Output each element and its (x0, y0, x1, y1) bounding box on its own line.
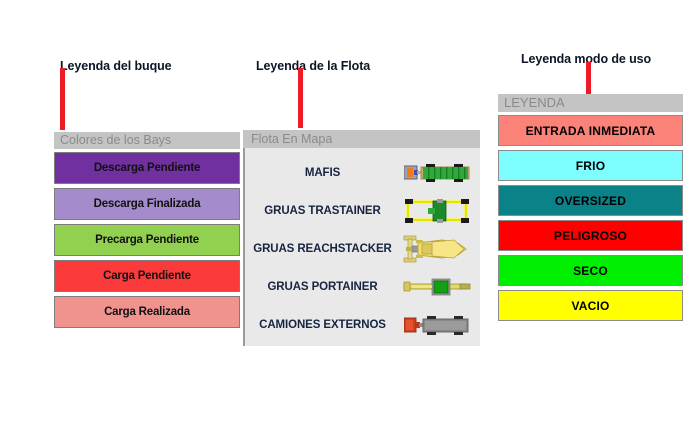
callout-title-0: Leyenda del buque (60, 59, 172, 73)
fleet-legend-label: MAFIS (304, 167, 341, 179)
callout-title-1: Leyenda de la Flota (256, 59, 371, 73)
panel-bays-header: Colores de los Bays (54, 132, 240, 149)
bay-legend-label: Descarga Pendiente (93, 162, 201, 174)
bay-legend-row[interactable]: Carga Realizada (54, 296, 240, 328)
reachstacker-icon (400, 232, 474, 266)
modo-legend-label: PELIGROSO (553, 228, 628, 243)
fleet-legend-label: GRUAS REACHSTACKER (253, 243, 392, 255)
fleet-legend-row[interactable]: GRUAS REACHSTACKER (245, 230, 480, 268)
bay-legend-row[interactable]: Precarga Pendiente (54, 224, 240, 256)
bay-legend-label: Carga Realizada (104, 306, 190, 318)
panel-modo-header: LEYENDA (498, 94, 683, 112)
fleet-list: MAFIS GRUAS TRASTAINER (245, 148, 480, 344)
modo-legend-row[interactable]: ENTRADA INMEDIATA (498, 115, 683, 146)
fleet-legend-label: GRUAS TRASTAINER (264, 205, 381, 217)
modo-legend-row[interactable]: OVERSIZED (498, 185, 683, 216)
modo-legend-label: SECO (573, 263, 608, 278)
fleet-legend-row[interactable]: GRUAS TRASTAINER (245, 192, 480, 230)
legend-panel-flota: Flota En Mapa MAFIS GRUAS TRASTAINER (243, 130, 480, 346)
bay-legend-label: Precarga Pendiente (95, 234, 199, 246)
callout-pointer-bar-0 (60, 68, 65, 130)
camion-externo-icon (400, 308, 474, 342)
mafis-icon (400, 156, 474, 190)
modo-legend-row[interactable]: SECO (498, 255, 683, 286)
portainer-icon (400, 270, 474, 304)
bay-legend-label: Descarga Finalizada (93, 198, 201, 210)
fleet-legend-row[interactable]: GRUAS PORTAINER (245, 268, 480, 306)
modo-de-uso-list: ENTRADA INMEDIATA FRIO OVERSIZED PELIGROSO S… (498, 115, 683, 321)
modo-legend-row[interactable]: PELIGROSO (498, 220, 683, 251)
callout-pointer-bar-2 (586, 62, 591, 112)
callout-pointer-bar-1 (298, 68, 303, 128)
legend-panel-modo-de-uso: LEYENDA ENTRADA INMEDIATA FRIO OVERSIZED PE… (498, 94, 683, 325)
modo-legend-row[interactable]: FRIO (498, 150, 683, 181)
trastainer-icon (400, 194, 474, 228)
callout-title-2: Leyenda modo de uso (521, 52, 652, 66)
modo-legend-label: ENTRADA INMEDIATA (525, 123, 656, 138)
modo-legend-label: OVERSIZED (554, 193, 627, 208)
bay-legend-row[interactable]: Descarga Pendiente (54, 152, 240, 184)
bay-legend-row[interactable]: Descarga Finalizada (54, 188, 240, 220)
bay-legend-row[interactable]: Carga Pendiente (54, 260, 240, 292)
modo-legend-row[interactable]: VACIO (498, 290, 683, 321)
fleet-legend-row[interactable]: CAMIONES EXTERNOS (245, 306, 480, 344)
modo-legend-label: VACIO (571, 298, 610, 313)
bay-legend-label: Carga Pendiente (103, 270, 191, 282)
modo-legend-label: FRIO (575, 158, 606, 173)
fleet-legend-label: CAMIONES EXTERNOS (259, 319, 386, 331)
fleet-legend-label: GRUAS PORTAINER (267, 281, 378, 293)
panel-flota-header: Flota En Mapa (243, 130, 480, 148)
fleet-legend-row[interactable]: MAFIS (245, 154, 480, 192)
